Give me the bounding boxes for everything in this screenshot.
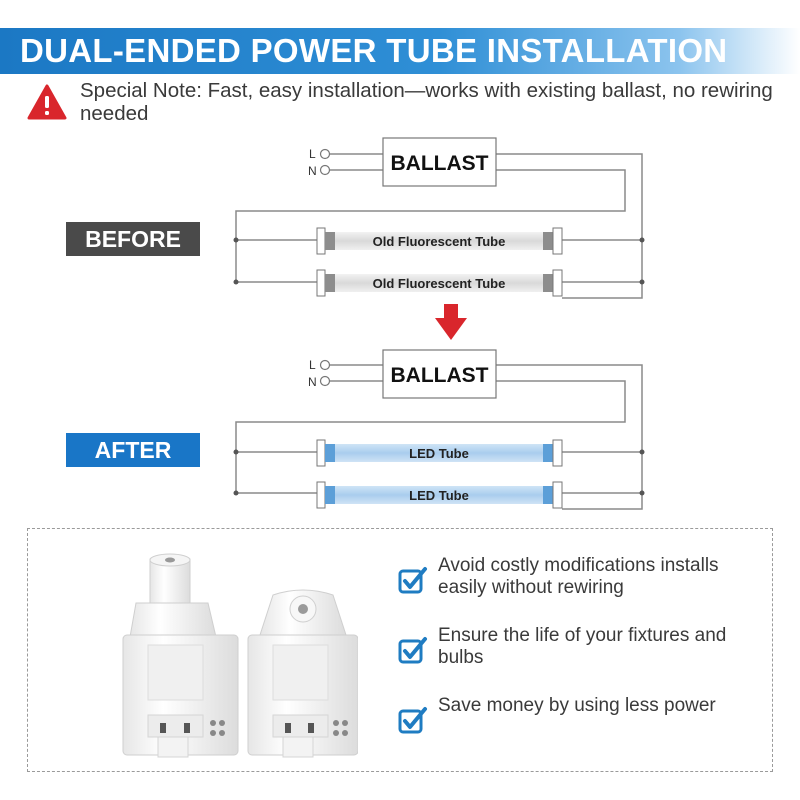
- old-tube-2: [316, 269, 563, 297]
- old-tube-1-label: Old Fluorescent Tube: [373, 234, 506, 249]
- led-tube-2: [316, 481, 563, 509]
- after-diagram: [235, 364, 643, 510]
- warning-icon: [27, 84, 67, 120]
- features-panel: Avoid costly modifications installs easi…: [27, 528, 773, 772]
- before-label: BEFORE: [66, 222, 200, 256]
- led-tube-1: [316, 439, 563, 467]
- after-junctions: [233, 449, 645, 496]
- terminal-n-before: [319, 164, 331, 176]
- feature-text: Ensure the life of your fixtures and bul…: [438, 625, 727, 668]
- feature-item: Ensure the life of your fixtures and bul…: [398, 625, 758, 695]
- checkbox-checked-icon: [398, 637, 427, 664]
- page-title: DUAL-ENDED POWER TUBE INSTALLATION: [20, 32, 728, 69]
- feature-item: Avoid costly modifications installs easi…: [398, 555, 758, 625]
- feature-text: Save money by using less power: [438, 695, 716, 716]
- checkbox-checked-icon: [398, 707, 427, 734]
- socket-illustration: [122, 553, 358, 758]
- socket-left: [122, 553, 239, 758]
- terminal-n-after: [319, 375, 331, 387]
- led-tube-2-label: LED Tube: [409, 488, 469, 503]
- terminal-l-label: L: [309, 147, 316, 161]
- old-tube-1: [316, 227, 563, 255]
- ballast-box-before: [382, 137, 497, 187]
- ballast-box-after: [382, 349, 497, 399]
- socket-right: [247, 589, 358, 758]
- before-junctions: [233, 237, 645, 285]
- terminal-n-label-after: N: [308, 375, 317, 389]
- ballast-label-before: BALLAST: [391, 152, 489, 175]
- special-note: Special Note: Fast, easy installation—wo…: [80, 79, 773, 125]
- after-label: AFTER: [66, 433, 200, 467]
- feature-item: Save money by using less power: [398, 695, 758, 765]
- old-tube-2-label: Old Fluorescent Tube: [373, 276, 506, 291]
- checkbox-checked-icon: [398, 567, 427, 594]
- wiring-diagram: L N BALLAST Old Fluorescent Tube Old Flu…: [233, 137, 645, 510]
- feature-list: Avoid costly modifications installs easi…: [398, 555, 758, 765]
- terminal-n-label: N: [308, 164, 317, 178]
- ballast-label-after: BALLAST: [391, 364, 489, 387]
- led-tube-1-label: LED Tube: [409, 446, 469, 461]
- terminal-l-before: [319, 148, 331, 160]
- before-diagram: [235, 153, 643, 299]
- arrow-down-icon: [435, 304, 467, 340]
- terminal-l-label-after: L: [309, 358, 316, 372]
- title-banner: DUAL-ENDED POWER TUBE INSTALLATION: [0, 28, 800, 74]
- feature-text: Avoid costly modifications installs easi…: [438, 555, 719, 598]
- terminal-l-after: [319, 359, 331, 371]
